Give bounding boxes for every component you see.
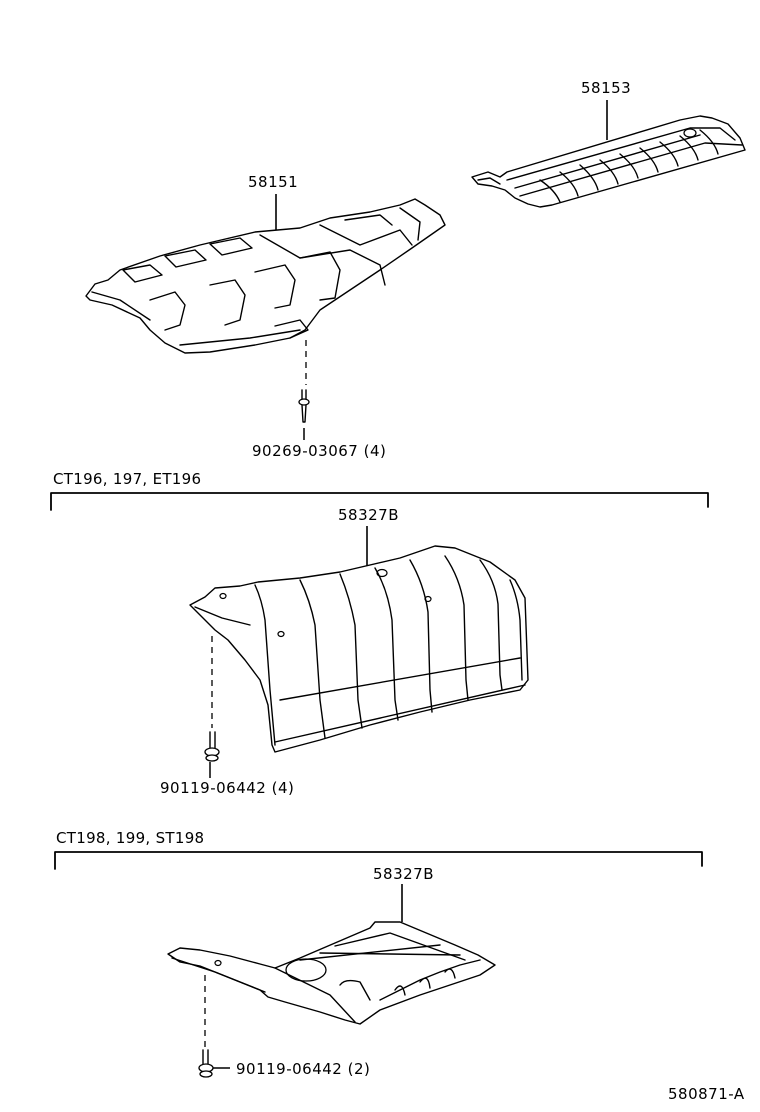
group-label-ct198: CT198, 199, ST198 bbox=[56, 829, 205, 847]
part-label-58153[interactable]: 58153 bbox=[581, 79, 632, 97]
group-label-ct196: CT196, 197, ET196 bbox=[53, 470, 202, 488]
part-number: 90119-06442 bbox=[160, 779, 267, 797]
part-label-90119-06442-qty4[interactable]: 90119-06442 (4) bbox=[160, 780, 294, 796]
part-label-58327b-group2[interactable]: 58327B bbox=[373, 865, 435, 883]
group-bracket-2 bbox=[54, 851, 703, 870]
part-quantity: (2) bbox=[347, 1060, 371, 1078]
part-quantity: (4) bbox=[363, 442, 387, 460]
heat-insulator-58153-drawing bbox=[471, 100, 746, 208]
part-quantity: (4) bbox=[271, 779, 295, 797]
part-label-90119-06442-qty2[interactable]: 90119-06442 (2) bbox=[236, 1061, 370, 1077]
heat-insulator-58151-drawing bbox=[85, 194, 446, 440]
drawing-number: 580871-A bbox=[668, 1085, 745, 1103]
part-label-58151[interactable]: 58151 bbox=[248, 173, 299, 191]
insulator-58327b-group1-drawing bbox=[189, 526, 529, 778]
insulator-58327b-group2-drawing bbox=[167, 884, 496, 1078]
part-number: 90269-03067 bbox=[252, 442, 359, 460]
group-bracket-1 bbox=[50, 492, 709, 511]
part-number: 90119-06442 bbox=[236, 1060, 343, 1078]
part-label-90269-03067[interactable]: 90269-03067 (4) bbox=[252, 443, 386, 459]
part-label-58327b-group1[interactable]: 58327B bbox=[338, 506, 400, 524]
